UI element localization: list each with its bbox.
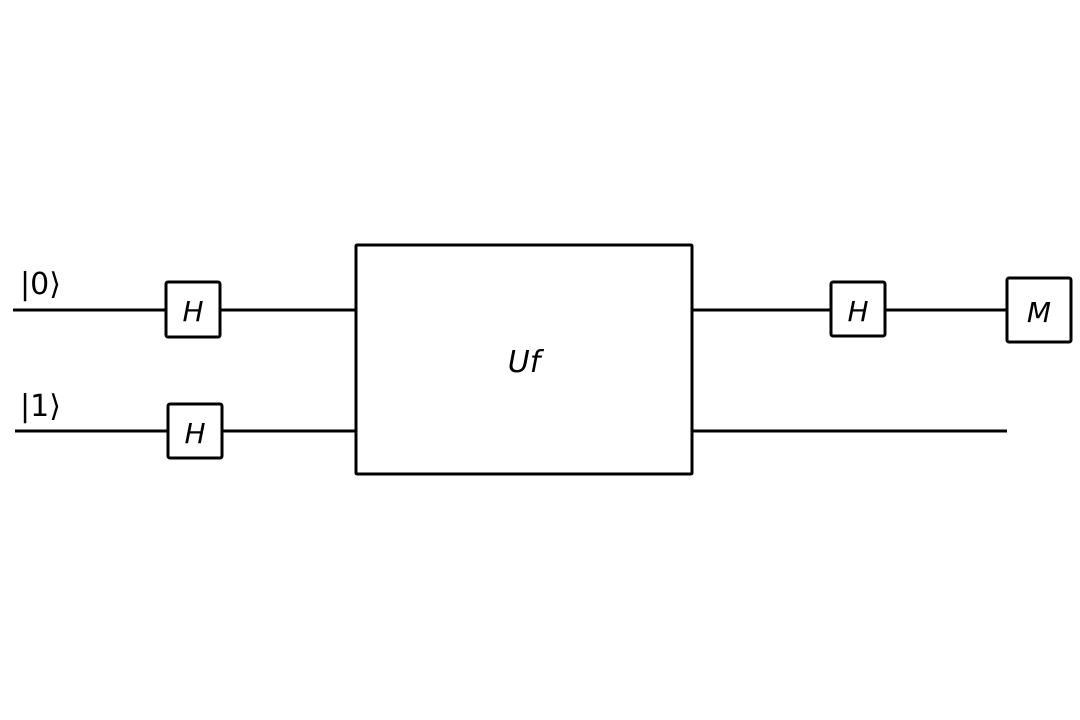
gate-box [166, 402, 224, 460]
gate-label: Uf [508, 345, 545, 380]
gate-label: H [184, 417, 205, 450]
hadamard-gate-q0-output: H [829, 280, 887, 338]
hadamard-gate-q0-input: H [164, 280, 222, 339]
gate-box [164, 280, 222, 339]
gate-box [829, 280, 887, 338]
initial-state-q1: |1⟩ [20, 389, 61, 424]
measurement-gate-q0: M [1005, 276, 1073, 344]
gate-box [354, 243, 694, 476]
gate-label: M [1027, 296, 1051, 329]
gate-box [1005, 276, 1073, 344]
initial-state-q0: |0⟩ [20, 267, 61, 302]
gate-label: H [182, 295, 203, 328]
oracle-gate: Uf [354, 243, 694, 476]
hadamard-gate-q1-input: H [166, 402, 224, 460]
gate-label: H [847, 295, 868, 328]
